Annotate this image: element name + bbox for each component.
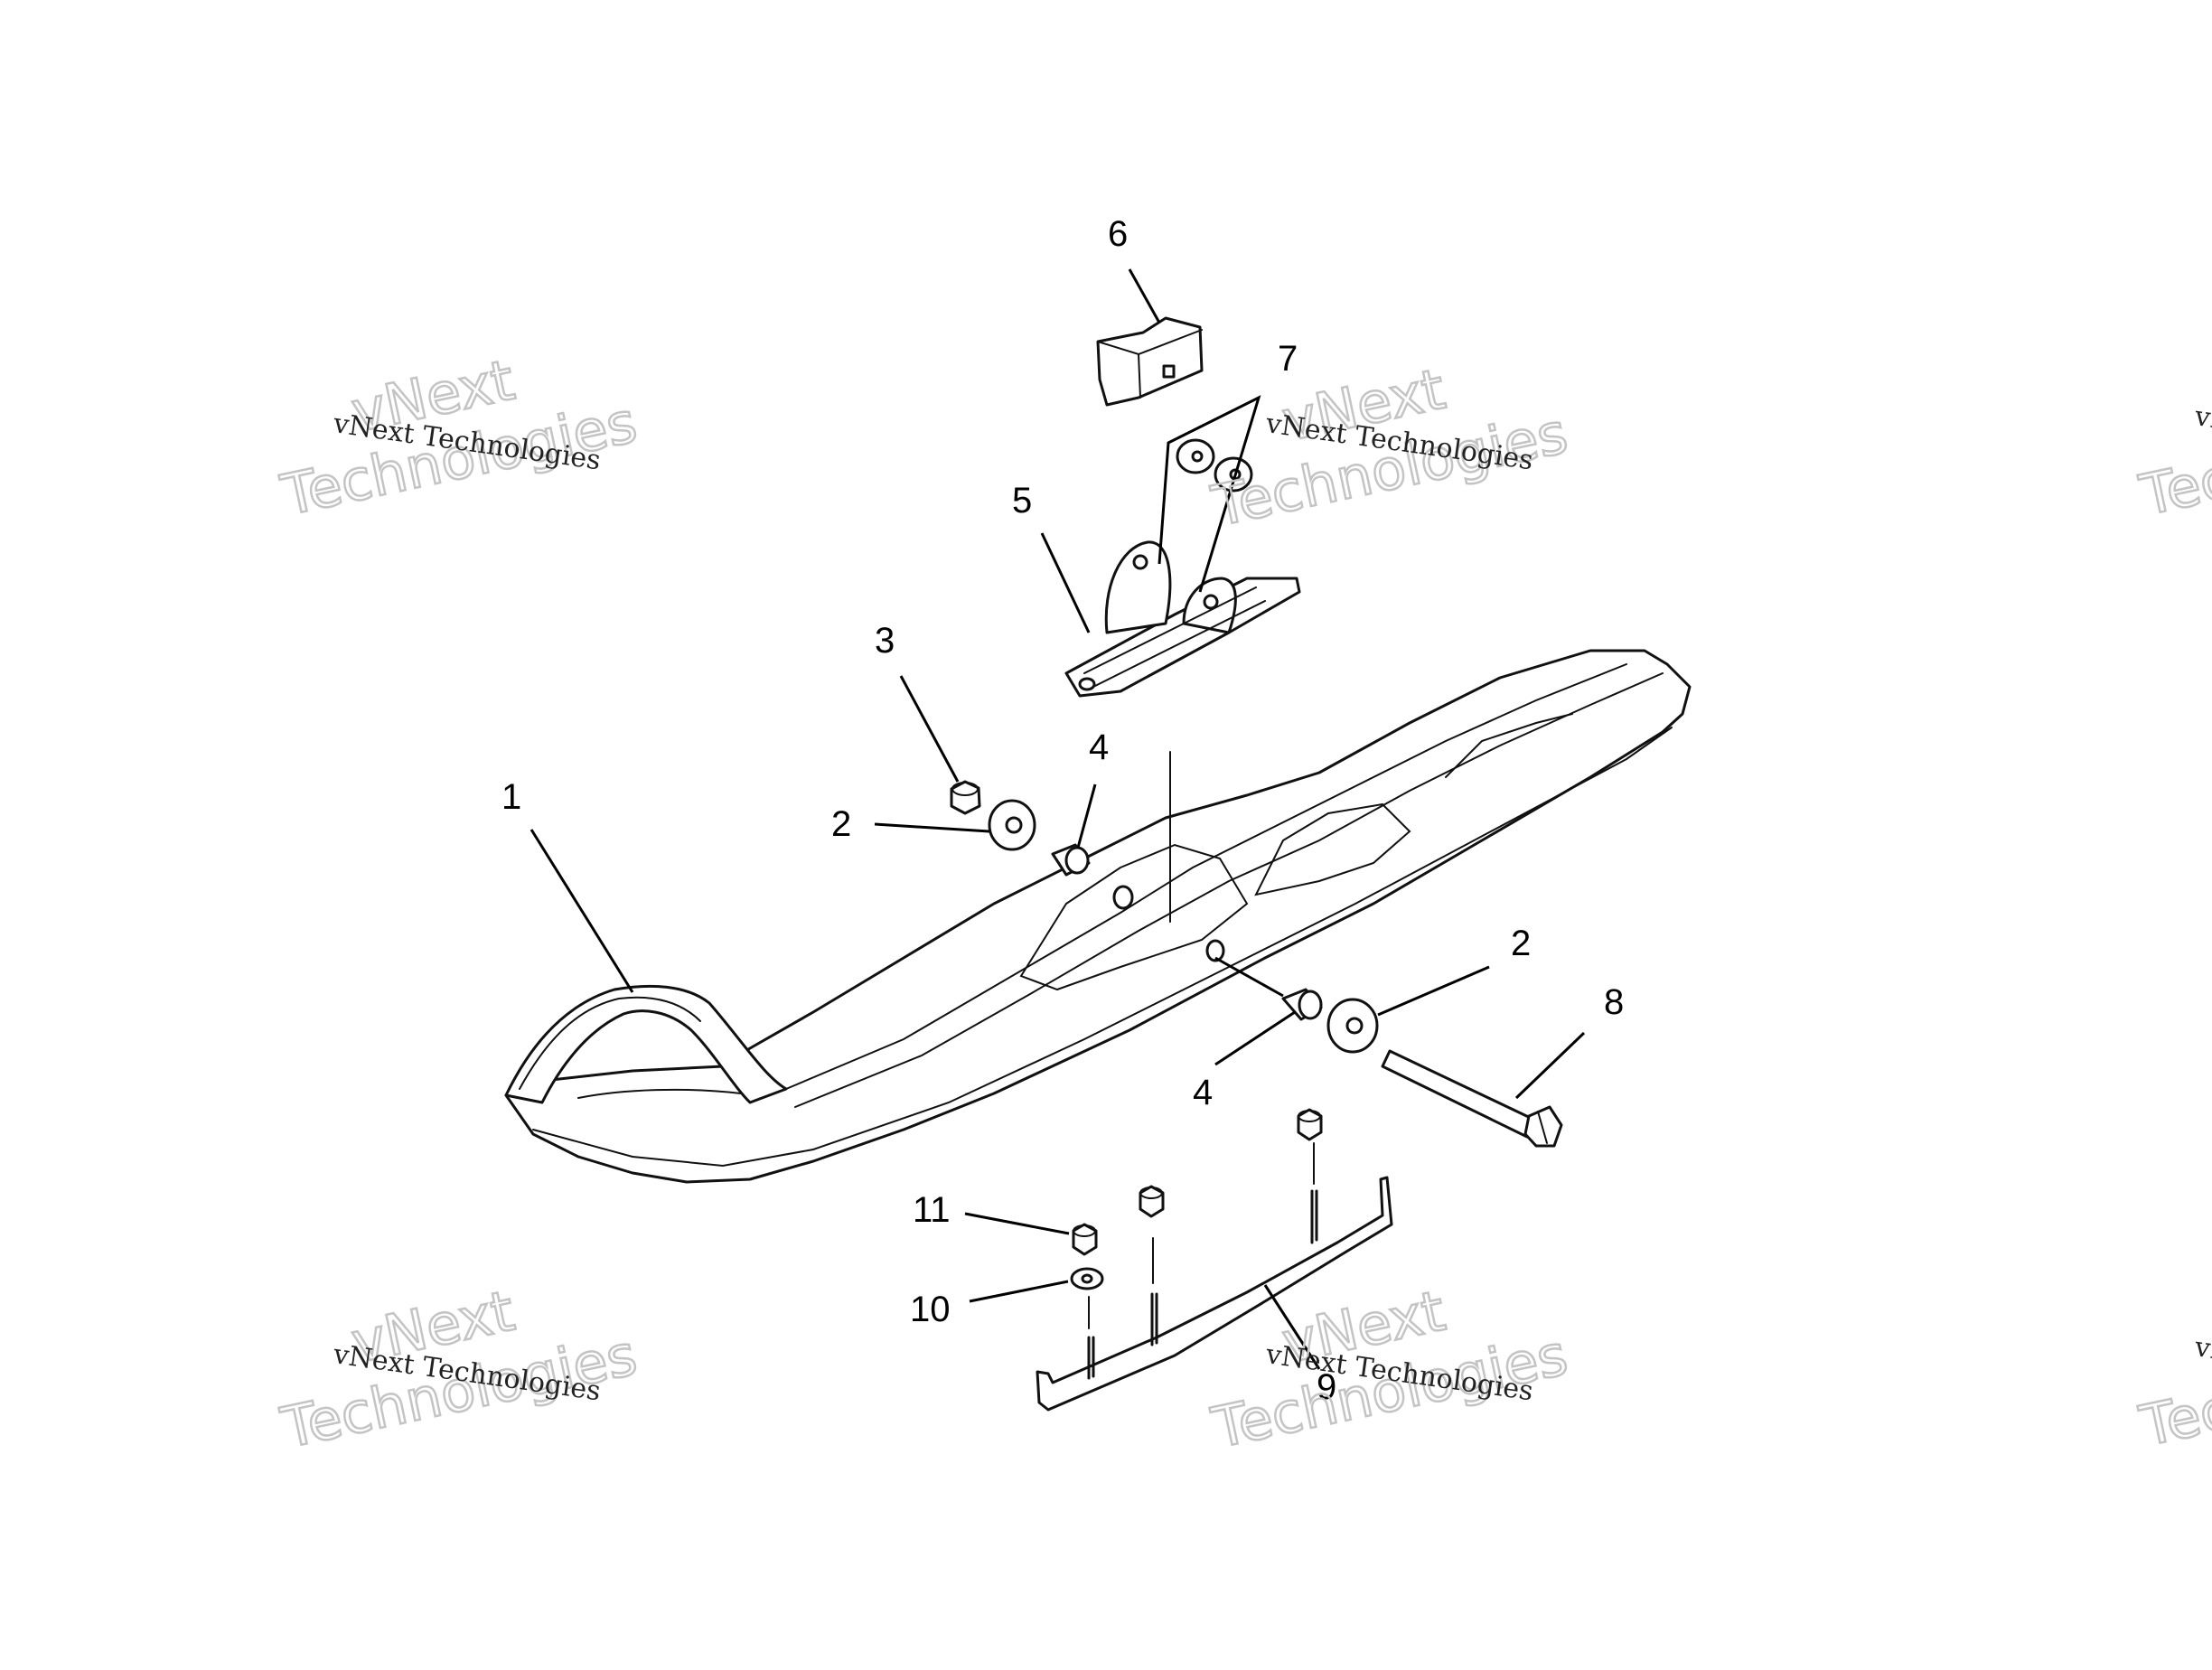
leader-4b xyxy=(1214,1010,1296,1066)
leader-2b xyxy=(1377,965,1490,1017)
leader-9 xyxy=(1263,1284,1321,1370)
nut-part xyxy=(950,780,981,815)
leader-bolt-axis xyxy=(1214,956,1284,998)
watermark-bottom-left: vNext Technologies vNext Technologies xyxy=(275,1276,643,1462)
callout-9: 9 xyxy=(1317,1367,1336,1407)
callout-2a: 2 xyxy=(831,804,851,844)
leader-2a xyxy=(874,822,990,833)
leader-10 xyxy=(969,1280,1069,1303)
callout-6: 6 xyxy=(1108,214,1128,254)
washer-upper-part xyxy=(988,799,1036,851)
callout-3: 3 xyxy=(875,621,895,661)
callout-1: 1 xyxy=(501,777,521,817)
callout-7: 7 xyxy=(1278,339,1298,379)
washer-lower-part xyxy=(1326,998,1379,1054)
callout-5: 5 xyxy=(1012,481,1032,521)
leader-5 xyxy=(1040,532,1091,633)
callout-11: 11 xyxy=(913,1190,951,1230)
leader-1 xyxy=(530,829,634,993)
leader-11 xyxy=(964,1212,1070,1235)
leader-6 xyxy=(1128,268,1161,324)
watermark-top-left: vNext Technologies vNext Technologies xyxy=(275,345,643,530)
callout-2b: 2 xyxy=(1511,924,1531,963)
callout-4b: 4 xyxy=(1193,1073,1213,1112)
wear-bar-part xyxy=(1036,1142,1393,1412)
wear-pad-part xyxy=(1096,316,1204,407)
bolt-part xyxy=(1381,1049,1563,1148)
spindle-bracket-part xyxy=(1064,540,1301,698)
leader-4a xyxy=(1076,783,1097,849)
watermark-top-center: vNext Technologies vNext Technologies xyxy=(1205,354,1574,540)
bushing-upper-part xyxy=(1051,843,1091,877)
leader-lines xyxy=(530,268,1586,1370)
leader-3 xyxy=(899,675,960,783)
callout-numbers: 1 2 3 4 5 6 7 2 4 8 9 10 11 xyxy=(501,214,1624,1407)
leader-8 xyxy=(1514,1031,1586,1100)
watermark-top-right-edge: vNext Technologies Technologies xyxy=(2133,388,2212,530)
leader-7 xyxy=(1158,395,1261,593)
callout-4a: 4 xyxy=(1089,727,1109,767)
ski-part xyxy=(504,649,1692,1184)
callout-8: 8 xyxy=(1604,982,1624,1022)
lock-nut-part xyxy=(1072,1108,1323,1256)
flat-washer-part xyxy=(1070,1267,1104,1290)
watermark-bottom-right-edge: vNext Technologies Technologies xyxy=(2133,1318,2212,1460)
bushing-lower-part xyxy=(1281,988,1323,1021)
callout-10: 10 xyxy=(910,1290,951,1329)
